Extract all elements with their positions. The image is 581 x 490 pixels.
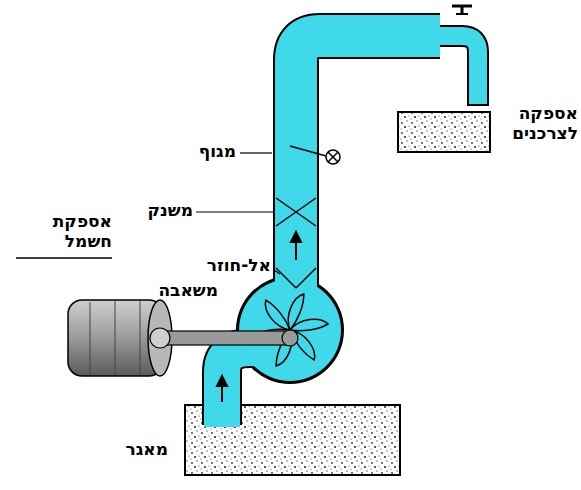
gate-valve xyxy=(290,146,340,164)
leader-line xyxy=(240,152,272,153)
check-valve xyxy=(276,268,316,288)
motor xyxy=(68,300,172,376)
pipe xyxy=(222,36,478,427)
throttle-label: משנק xyxy=(148,201,193,221)
power-supply-label: אספקת חשמל xyxy=(22,212,112,251)
pump-housing xyxy=(239,279,341,381)
throttle xyxy=(276,198,316,226)
shaft-hub xyxy=(282,330,298,346)
gate-valve-label: מגוף xyxy=(199,142,236,162)
shaft xyxy=(166,331,290,345)
faucet-handle xyxy=(452,6,472,14)
leader-line xyxy=(196,211,274,212)
reservoir-label: מאגר xyxy=(125,440,168,460)
pump-label: משאבה xyxy=(158,281,218,301)
leader-line xyxy=(274,270,280,274)
power-line xyxy=(16,257,112,259)
consumer-supply-label: אספקה לצרכנים xyxy=(494,104,578,143)
pipe-outline xyxy=(222,36,478,425)
check-valve-label: אל-חוזר xyxy=(207,256,271,276)
pump-housing-outline xyxy=(236,276,344,384)
impeller xyxy=(252,292,328,369)
consumer-basin xyxy=(398,112,490,152)
